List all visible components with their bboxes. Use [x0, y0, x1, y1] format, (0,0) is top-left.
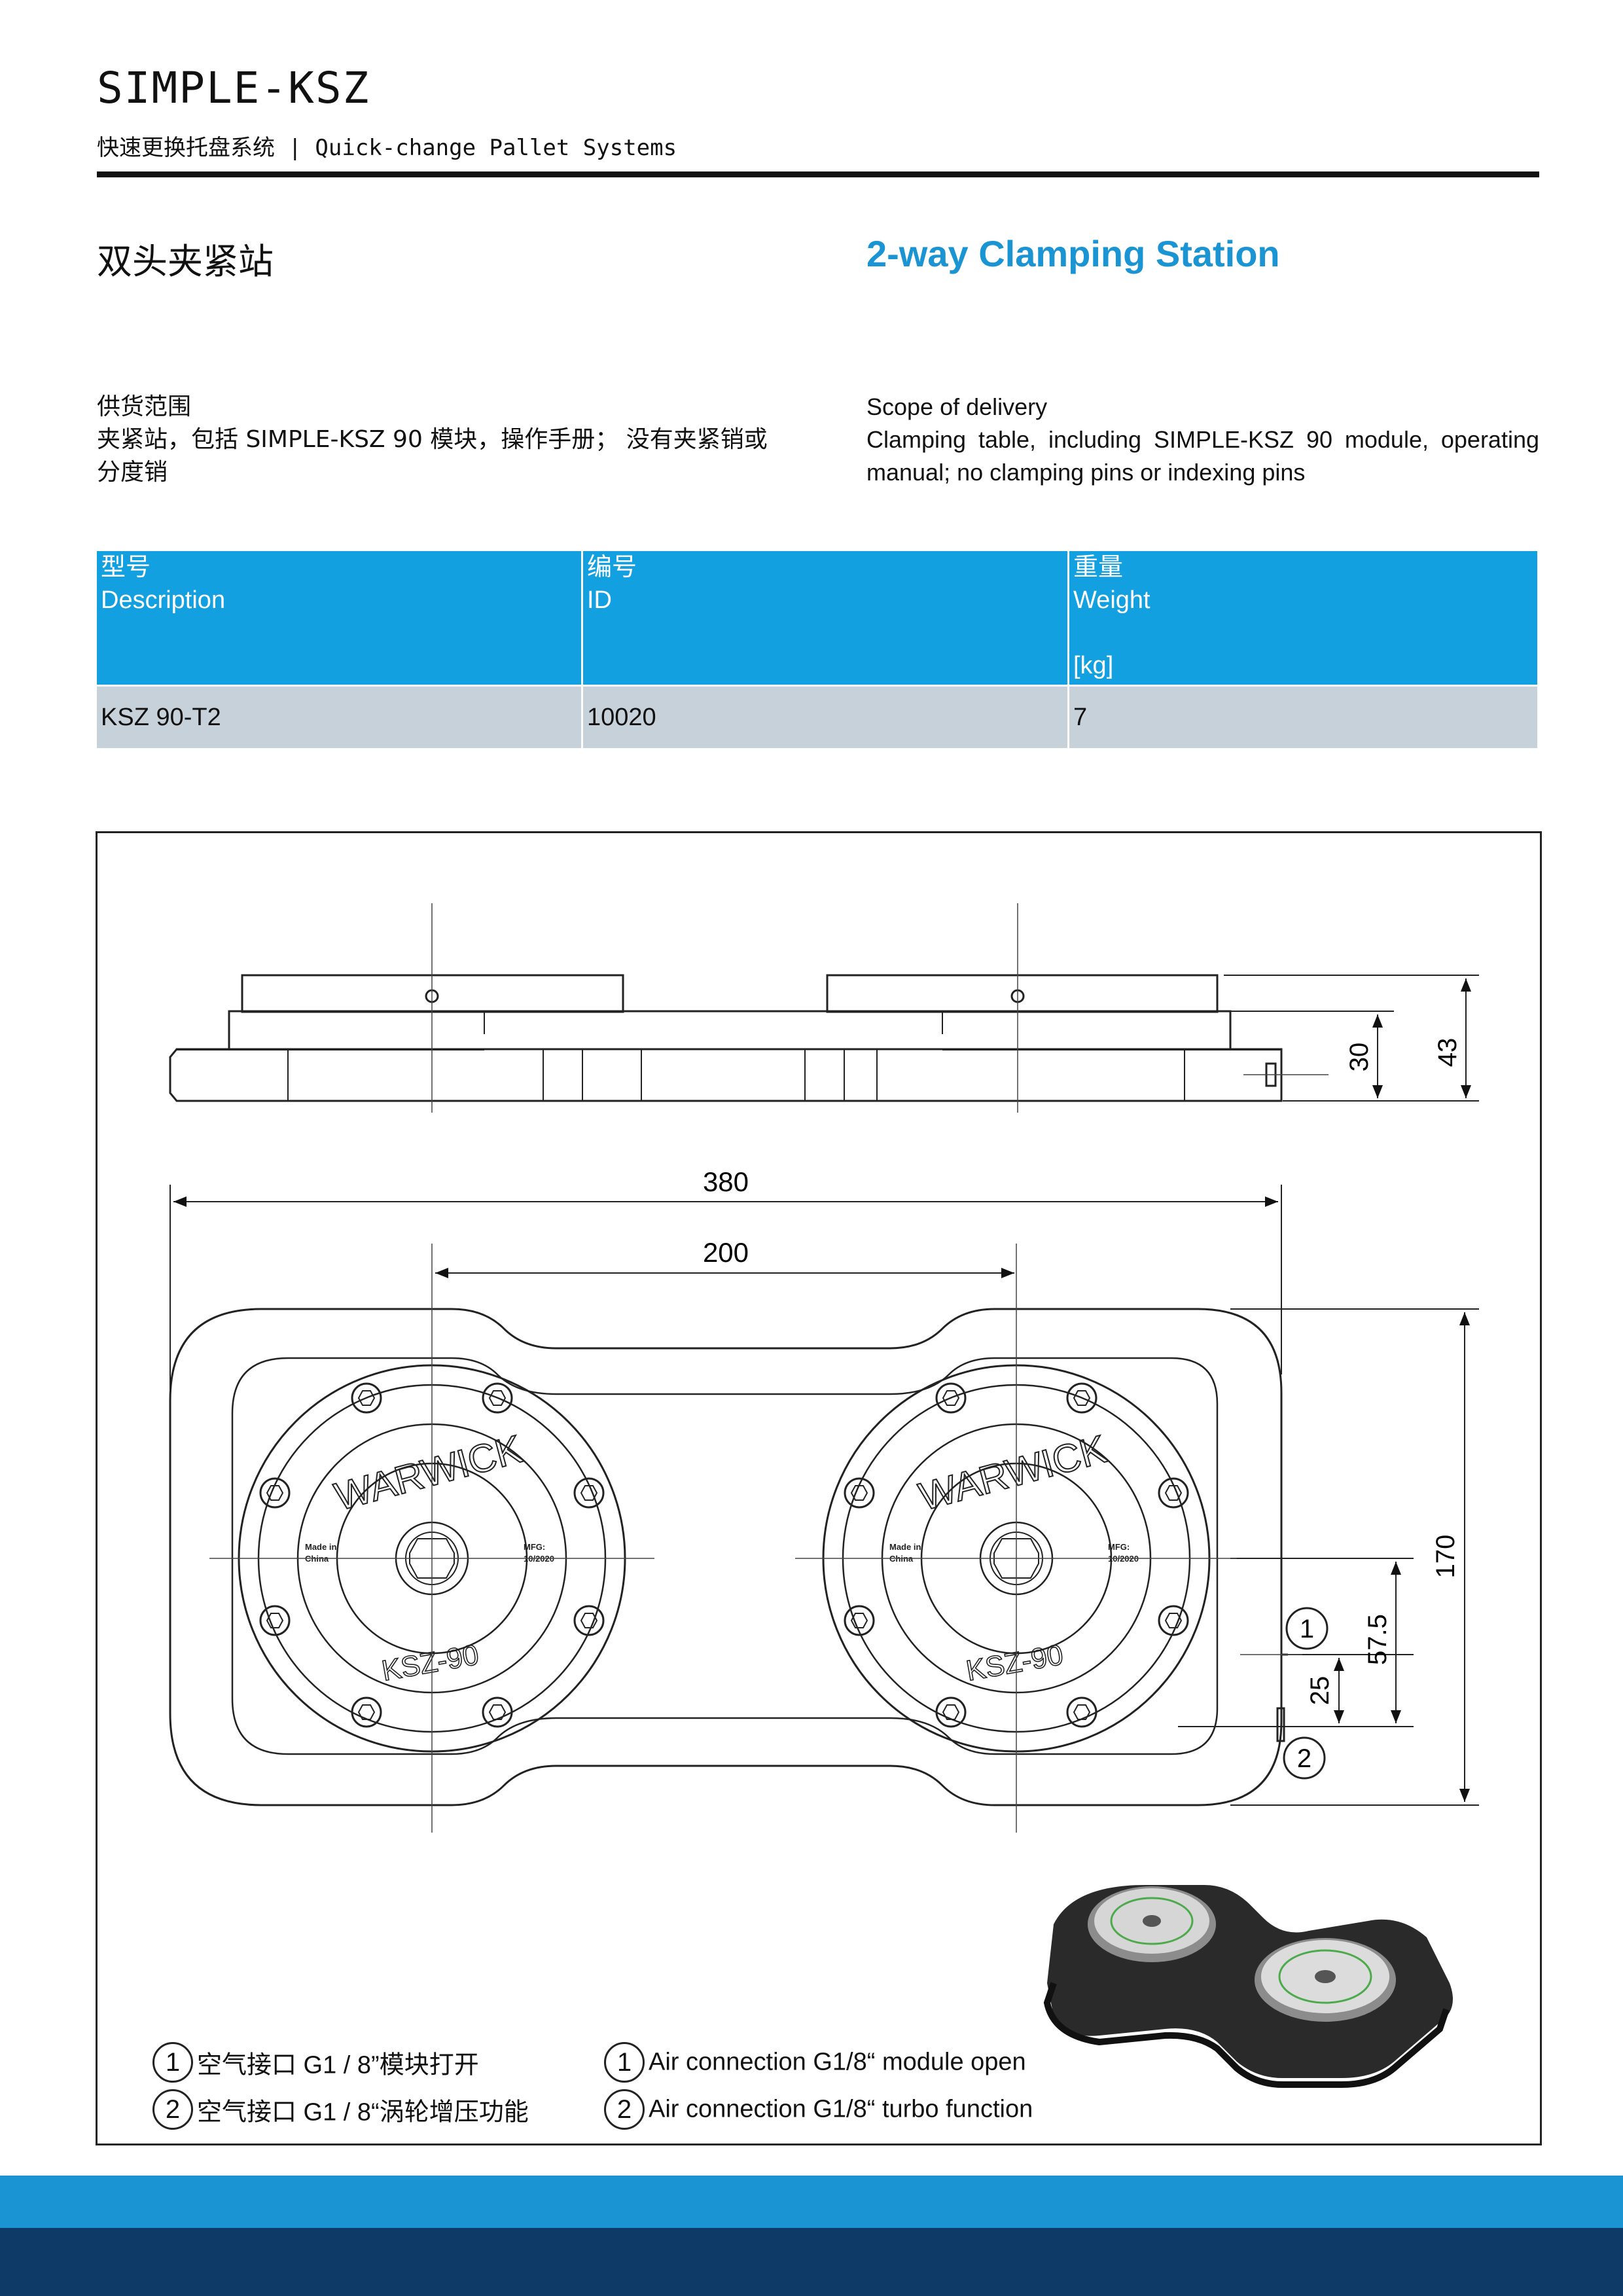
dim-200: 200: [703, 1237, 749, 1268]
footer-band-dark: [0, 2228, 1623, 2296]
scope-cn-heading: 供货范围: [97, 393, 192, 420]
legend-num: 1: [152, 2042, 193, 2083]
scope-en-heading: Scope of delivery: [866, 393, 1048, 420]
module-brand-right: WARWICK: [914, 1427, 1111, 1519]
side-view-dimensions: [1224, 975, 1479, 1102]
legend-text: Air connection G1/8“ turbo function: [649, 2095, 1033, 2123]
col-header-en: ID: [587, 586, 612, 614]
dim-30: 30: [1345, 1043, 1374, 1072]
document-title: SIMPLE-KSZ: [97, 63, 370, 113]
dim-57-5: 57.5: [1363, 1614, 1392, 1665]
table-row: KSZ 90-T2 10020 7: [97, 685, 1539, 748]
footer-band-light: [0, 2176, 1623, 2228]
svg-text:2: 2: [1297, 1744, 1311, 1773]
product-photo: [1043, 1885, 1453, 2088]
header-divider: [97, 171, 1539, 177]
col-header-description: 型号 Description: [97, 551, 583, 686]
legend-num: 1: [604, 2042, 645, 2083]
col-header-weight: 重量 Weight [kg]: [1068, 551, 1539, 686]
product-title-cn: 双头夹紧站: [97, 241, 274, 282]
dim-170: 170: [1431, 1535, 1460, 1579]
col-header-unit: [kg]: [1073, 652, 1114, 679]
scope-en: Scope of delivery Clamping table, includ…: [866, 391, 1539, 489]
callout-2: 2: [1283, 1736, 1326, 1780]
dim-25: 25: [1306, 1676, 1334, 1706]
made-in-right: Made in: [889, 1542, 921, 1552]
svg-text:1: 1: [1300, 1615, 1314, 1643]
col-header-en: Description: [101, 586, 226, 614]
col-header-id: 编号 ID: [582, 551, 1069, 686]
spec-table: 型号 Description 编号 ID 重量 Weight [kg] KSZ …: [97, 551, 1539, 748]
legend-text: 空气接口 G1 / 8“涡轮增压功能: [197, 2098, 529, 2126]
dim-43: 43: [1433, 1038, 1462, 1067]
legend-text: 空气接口 G1 / 8”模块打开: [197, 2051, 479, 2079]
col-header-cn: 重量: [1073, 554, 1124, 581]
mfg-left: MFG:: [524, 1542, 545, 1552]
made-in-left: Made in: [305, 1542, 336, 1552]
cell-id: 10020: [582, 685, 1069, 748]
cell-description: KSZ 90-T2: [97, 685, 583, 748]
scope-cn-text: 夹紧站，包括 SIMPLE-KSZ 90 模块，操作手册； 没有夹紧销或分度销: [97, 426, 768, 486]
col-header-cn: 编号: [587, 554, 637, 581]
legend-num: 2: [604, 2089, 645, 2130]
col-header-en: Weight: [1073, 586, 1150, 614]
module-brand-left: WARWICK: [330, 1427, 527, 1519]
document-subtitle: 快速更换托盘系统 | Quick-change Pallet Systems: [97, 135, 677, 161]
scope-en-text: Clamping table, including SIMPLE-KSZ 90 …: [866, 426, 1539, 486]
product-title-en: 2-way Clamping Station: [866, 233, 1280, 274]
callout-1: 1: [1285, 1607, 1329, 1650]
cell-weight: 7: [1068, 685, 1539, 748]
side-view-centerlines: [431, 903, 1329, 1113]
mfg-right: MFG:: [1108, 1542, 1130, 1552]
legend-text: Air connection G1/8“ module open: [649, 2048, 1026, 2076]
dim-380: 380: [703, 1166, 749, 1197]
legend-num: 2: [152, 2089, 193, 2130]
scope-cn: 供货范围 夹紧站，包括 SIMPLE-KSZ 90 模块，操作手册； 没有夹紧销…: [97, 391, 784, 489]
technical-drawing-frame: [96, 831, 1542, 2145]
top-view-centerlines: [209, 1244, 1302, 1833]
col-header-cn: 型号: [101, 554, 151, 581]
side-view: [169, 974, 1283, 1102]
top-view-dimensions: [169, 1185, 1479, 1806]
